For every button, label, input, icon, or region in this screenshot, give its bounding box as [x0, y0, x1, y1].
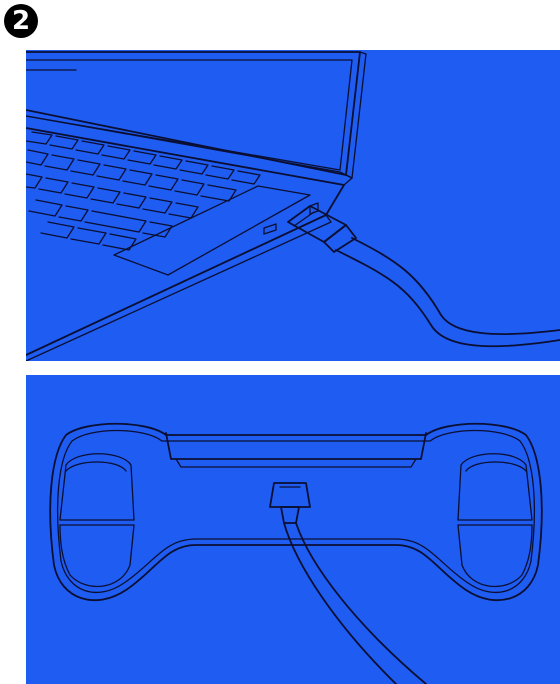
- laptop-side-port: [264, 224, 276, 234]
- usb-cable: [336, 250, 560, 346]
- laptop-illustration-panel: [26, 50, 560, 361]
- right-grip: [458, 454, 532, 587]
- controller-illustration-panel: [26, 375, 560, 684]
- step-number-badge: 2: [4, 4, 38, 38]
- controller-top-bar: [166, 433, 426, 459]
- usb-cable-controller: [284, 523, 396, 684]
- usb-plug: [288, 206, 356, 252]
- left-grip: [60, 454, 134, 587]
- controller-body: [50, 424, 542, 600]
- controller-with-cable-illustration: [26, 375, 560, 684]
- laptop-trackpad: [114, 186, 310, 275]
- controller-usb-port: [270, 483, 310, 523]
- laptop-with-cable-illustration: [26, 50, 560, 361]
